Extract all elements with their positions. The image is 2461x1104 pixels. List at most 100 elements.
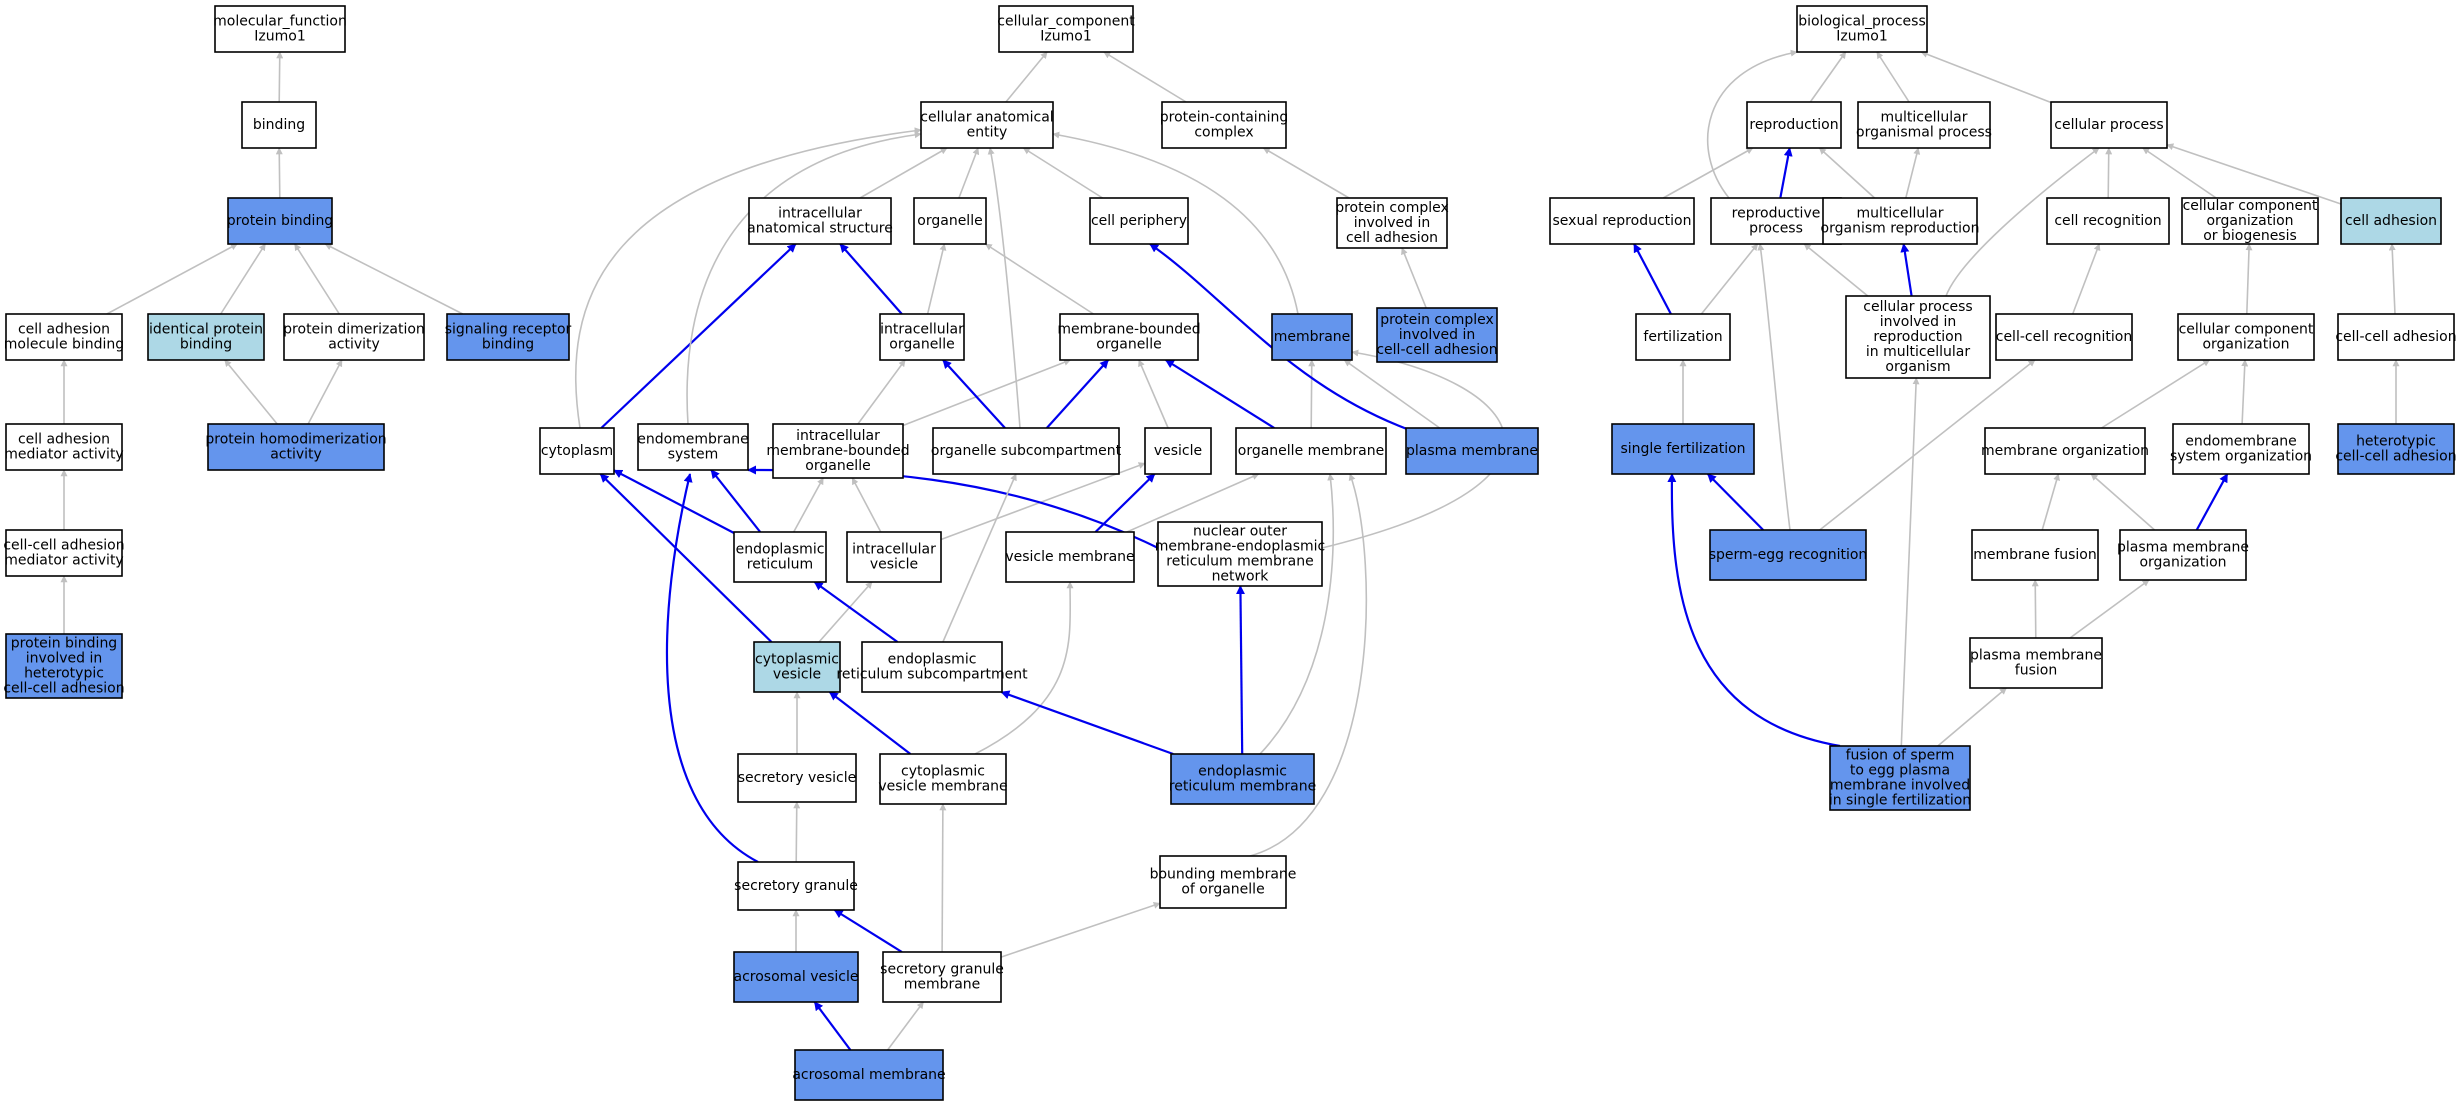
edge-pc_ccadh-to-pc_adh: [1401, 247, 1427, 309]
node-label-line: reproduction: [1873, 329, 1962, 345]
edge-cytoplasm-to-cae: [574, 127, 922, 429]
edge-pmfus-to-pmorg: [2069, 579, 2150, 639]
node-box: [737, 753, 857, 803]
node-label-line: Izumo1: [1836, 29, 1887, 45]
node-label-line: organization: [2202, 337, 2289, 353]
node-label-line: involved in: [1880, 314, 1957, 330]
node-label-line: protein dimerization: [283, 322, 425, 338]
node-label-line: intracellular: [880, 322, 964, 338]
edge-esorg-to-cco: [2241, 359, 2249, 425]
node-label-line: membrane-bounded: [1057, 322, 1200, 338]
node-label-line: fusion: [2015, 663, 2057, 679]
node-box: [5, 633, 123, 699]
node-label-line: organism: [1885, 359, 1950, 375]
node-label-line: cytoplasmic: [901, 764, 985, 780]
node-box: [2340, 197, 2442, 245]
node-label-line: binding: [180, 337, 232, 353]
edge-mor-to-repro: [1818, 147, 1876, 199]
node-box: [1971, 529, 2099, 581]
node-memfus: membrane fusion: [1971, 529, 2099, 581]
node-box: [1984, 427, 2146, 475]
node-box: [5, 423, 123, 471]
node-binding: binding: [241, 101, 317, 149]
node-label-line: intracellular: [796, 428, 880, 444]
node-label-line: signaling receptor: [445, 322, 572, 338]
edge-ersub-to-osub: [942, 473, 1017, 643]
node-label-line: cell adhesion: [18, 322, 110, 338]
edge-cpirm-to-repproc: [1803, 243, 1869, 297]
node-label-line: vesicle membrane: [878, 779, 1007, 795]
edge-cytves-to-cytoplasm: [599, 473, 773, 643]
node-box: [737, 861, 855, 911]
node-label-line: protein binding: [11, 636, 117, 652]
node-label-line: organismal process: [1856, 125, 1992, 141]
node-label-line: anatomical structure: [747, 221, 893, 237]
edge-cellrec-to-cellproc: [2105, 147, 2113, 199]
edge-cvm-to-cytves: [828, 691, 912, 755]
edge-osub-to-mbo: [1045, 359, 1110, 429]
edge-pcc-to-cc: [1103, 51, 1187, 103]
node-box: [1829, 745, 1971, 811]
edge-cpirm-to-mor: [1900, 243, 1913, 297]
node-label-line: intracellular: [778, 206, 862, 222]
node-membrane: membrane: [1271, 313, 1353, 361]
node-box: [1549, 197, 1695, 245]
node-osub: organelle subcompartment: [931, 427, 1122, 475]
node-box: [1796, 5, 1928, 53]
edge-repproc-to-bp: [1707, 49, 1798, 199]
node-sperm: sperm-egg recognition: [1709, 529, 1868, 581]
node-label-line: multicellular: [1881, 110, 1968, 126]
edge-pmfus-to-memfus: [2031, 579, 2039, 639]
edge-membrane-to-cae: [1052, 131, 1299, 315]
edge-ccob-to-cellproc: [2142, 147, 2217, 199]
edge-sperm-to-repproc: [1757, 243, 1791, 531]
node-label-line: process: [1749, 221, 1803, 237]
node-label-line: membrane: [1274, 329, 1351, 345]
node-label-line: reticulum subcompartment: [836, 667, 1028, 683]
node-label-line: organelle subcompartment: [931, 443, 1122, 459]
edge-organelle-to-cae: [958, 147, 980, 199]
node-cytoplasm: cytoplasm: [539, 427, 615, 475]
node-label-line: secretory vesicle: [738, 770, 857, 786]
node-label-line: sexual reproduction: [1553, 213, 1692, 229]
node-omem: organelle membrane: [1235, 427, 1387, 475]
edge-imbo-to-mbo: [902, 359, 1071, 427]
node-box: [2119, 529, 2247, 581]
node-box: [861, 641, 1003, 693]
node-box: [539, 427, 615, 475]
edge-ersub-to-er: [813, 581, 899, 643]
node-label-line: binding: [253, 117, 305, 133]
node-box: [846, 531, 942, 583]
edge-vmem-to-vesicle: [1094, 473, 1156, 533]
node-box: [147, 313, 265, 361]
node-sexrep: sexual reproduction: [1549, 197, 1695, 245]
node-box: [283, 313, 425, 361]
node-box: [1746, 101, 1842, 149]
edge-sgm-to-bmo: [1000, 902, 1161, 958]
node-label-line: endoplasmic: [888, 652, 977, 668]
node-box: [2337, 313, 2455, 361]
node-label-line: sperm-egg recognition: [1709, 547, 1868, 563]
node-label-line: protein-containing: [1160, 110, 1288, 126]
node-label-line: identical protein: [149, 322, 263, 338]
edge-er-to-cytoplasm: [613, 469, 735, 534]
node-label-line: cell recognition: [2054, 213, 2161, 229]
edge-repro-to-bp: [1809, 51, 1847, 103]
edge-er-to-endomem: [710, 469, 762, 533]
node-label-line: cytoplasmic: [755, 652, 839, 668]
edge-fert-to-repproc: [1700, 243, 1759, 315]
edge-sgm-to-secgran: [833, 909, 903, 953]
node-organelle: organelle: [913, 197, 987, 245]
node-box: [5, 313, 123, 361]
